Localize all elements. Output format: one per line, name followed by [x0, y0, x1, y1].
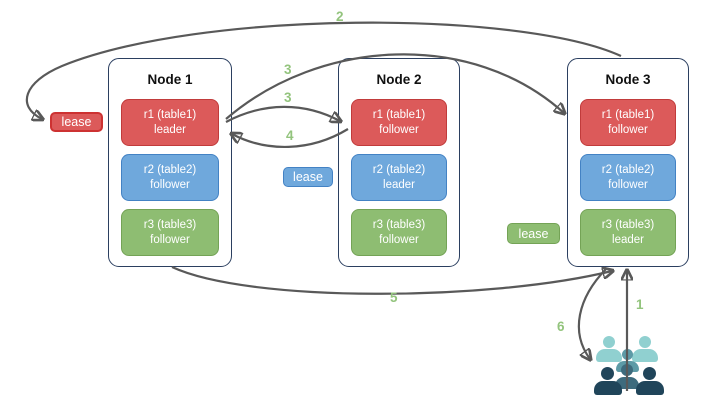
- node1-title: Node 1: [147, 72, 193, 87]
- replica-role: follower: [608, 123, 648, 136]
- replica-role: follower: [150, 233, 190, 246]
- replica-label: r3 (table3): [143, 218, 197, 231]
- node3-r2-replica: r2 (table2) follower: [580, 154, 676, 201]
- arrow-step-3-node1-to-node2: [225, 105, 340, 122]
- replica-label: r3 (table3): [601, 218, 655, 231]
- lease-badge-r3: lease: [507, 223, 560, 244]
- node3-title: Node 3: [605, 72, 651, 87]
- node2-box: Node 2 r1 (table1) follower r2 (table2) …: [338, 58, 460, 267]
- step-label-2: 2: [336, 9, 344, 24]
- replica-label: r2 (table2): [601, 163, 655, 176]
- step-label-3b: 3: [284, 90, 292, 105]
- replica-role: follower: [379, 123, 419, 136]
- node1-box: Node 1 r1 (table1) leader r2 (table2) fo…: [108, 58, 232, 267]
- step-label-5: 5: [390, 290, 398, 305]
- replica-label: r1 (table1): [372, 108, 426, 121]
- node3-r1-replica: r1 (table1) follower: [580, 99, 676, 146]
- replica-label: r3 (table3): [372, 218, 426, 231]
- users-group-icon: [594, 332, 664, 396]
- step-label-1: 1: [636, 297, 644, 312]
- replica-label: r1 (table1): [601, 108, 655, 121]
- step-label-6: 6: [557, 319, 565, 334]
- replica-label: r2 (table2): [143, 163, 197, 176]
- lease-badge-r2: lease: [283, 167, 333, 187]
- replica-role: follower: [608, 178, 648, 191]
- node2-r3-replica: r3 (table3) follower: [351, 209, 447, 256]
- replica-role: leader: [154, 123, 186, 136]
- node2-title: Node 2: [376, 72, 422, 87]
- replica-role: follower: [150, 178, 190, 191]
- replica-role: follower: [379, 233, 419, 246]
- node3-r3-replica: r3 (table3) leader: [580, 209, 676, 256]
- node2-r1-replica: r1 (table1) follower: [351, 99, 447, 146]
- replica-label: r2 (table2): [372, 163, 426, 176]
- step-label-4: 4: [286, 128, 294, 143]
- node2-r2-replica: r2 (table2) leader: [351, 154, 447, 201]
- lease-badge-r1: lease: [50, 112, 103, 132]
- node1-r1-replica: r1 (table1) leader: [121, 99, 219, 146]
- node1-r3-replica: r3 (table3) follower: [121, 209, 219, 256]
- replica-role: leader: [383, 178, 415, 191]
- step-label-3a: 3: [284, 62, 292, 77]
- node3-box: Node 3 r1 (table1) follower r2 (table2) …: [567, 58, 689, 267]
- replica-label: r1 (table1): [143, 108, 197, 121]
- node1-r2-replica: r2 (table2) follower: [121, 154, 219, 201]
- replica-role: leader: [612, 233, 644, 246]
